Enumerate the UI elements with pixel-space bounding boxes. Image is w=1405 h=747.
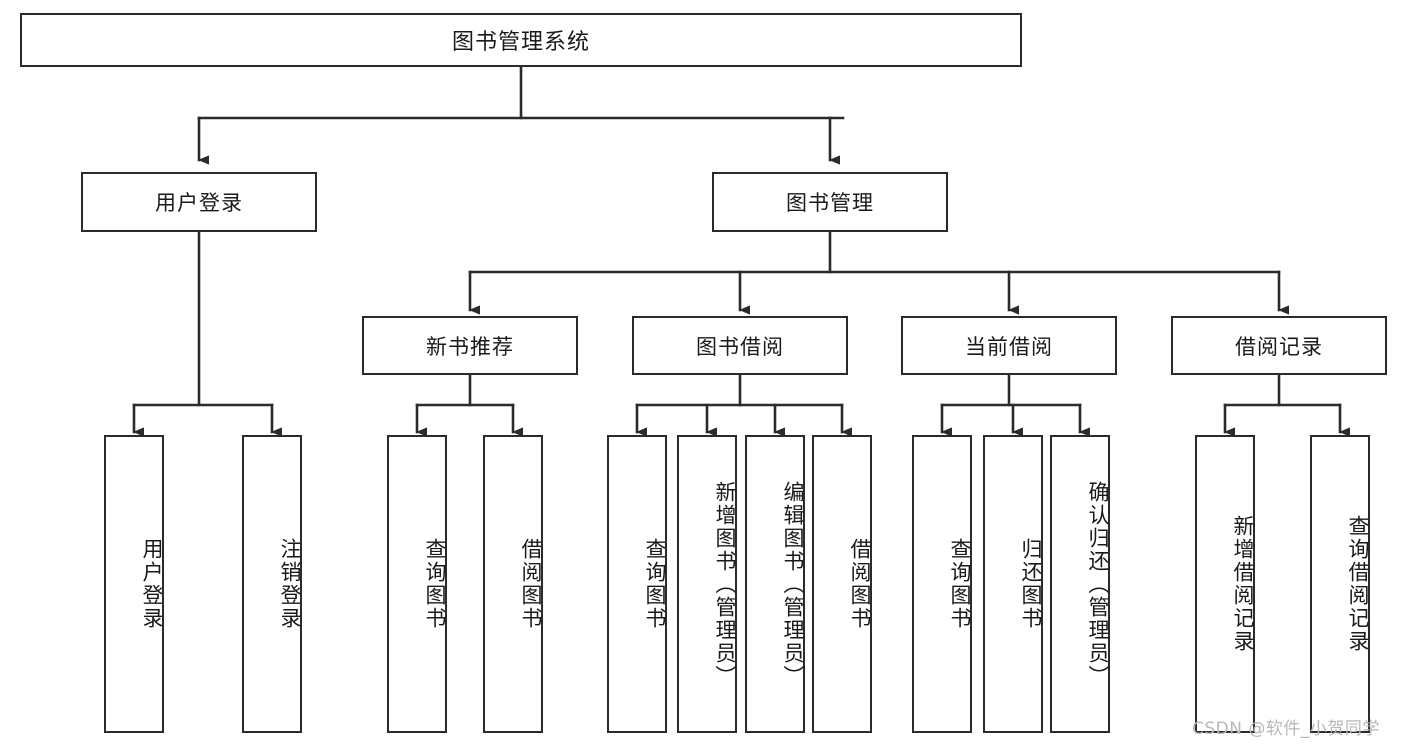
- leaf-record-add-record[interactable]: 新增借阅记录: [1195, 435, 1255, 733]
- node-user-login[interactable]: 用户登录: [81, 172, 317, 232]
- node-label: 查询图书: [948, 538, 972, 630]
- node-borrow-record[interactable]: 借阅记录: [1171, 316, 1387, 375]
- node-current-borrow[interactable]: 当前借阅: [901, 316, 1117, 375]
- node-label: 确认归还（管理员）: [1086, 480, 1110, 688]
- node-label: 用户登录: [155, 191, 243, 215]
- node-label: 图书管理: [786, 191, 874, 215]
- node-label: 当前借阅: [965, 334, 1053, 359]
- node-label: 图书管理系统: [451, 30, 590, 55]
- node-label: 图书借阅: [696, 334, 784, 359]
- leaf-current-confirm-return-admin[interactable]: 确认归还（管理员）: [1050, 435, 1110, 733]
- node-label: 用户登录: [140, 538, 164, 630]
- node-label: 新增借阅记录: [1231, 515, 1255, 653]
- node-label: 归还图书: [1019, 538, 1043, 630]
- node-label: 查询借阅记录: [1346, 515, 1370, 653]
- leaf-borrow-add-book-admin[interactable]: 新增图书（管理员）: [677, 435, 737, 733]
- node-book-management[interactable]: 图书管理: [712, 172, 948, 232]
- leaf-record-query-record[interactable]: 查询借阅记录: [1310, 435, 1370, 733]
- node-label: 注销登录: [278, 538, 302, 630]
- leaf-user-login-login[interactable]: 用户登录: [104, 435, 164, 733]
- csdn-watermark: CSDN @软件_小贺同学: [1192, 719, 1380, 739]
- leaf-current-return-book[interactable]: 归还图书: [983, 435, 1043, 733]
- leaf-user-login-logout[interactable]: 注销登录: [242, 435, 302, 733]
- node-label: 借阅图书: [519, 538, 543, 630]
- node-root-system[interactable]: 图书管理系统: [20, 13, 1022, 67]
- node-label: 查询图书: [423, 538, 447, 630]
- leaf-recommend-query-book[interactable]: 查询图书: [387, 435, 447, 733]
- node-label: 查询图书: [643, 538, 667, 630]
- node-label: 新书推荐: [426, 334, 514, 359]
- node-label: 编辑图书（管理员）: [781, 480, 805, 688]
- node-new-book-recommend[interactable]: 新书推荐: [362, 316, 578, 375]
- leaf-recommend-borrow-book[interactable]: 借阅图书: [483, 435, 543, 733]
- leaf-borrow-edit-book-admin[interactable]: 编辑图书（管理员）: [745, 435, 805, 733]
- leaf-borrow-borrow-book[interactable]: 借阅图书: [812, 435, 872, 733]
- node-label: 借阅记录: [1235, 334, 1323, 359]
- leaf-borrow-query-book[interactable]: 查询图书: [607, 435, 667, 733]
- node-label: 借阅图书: [848, 538, 872, 630]
- node-label: 新增图书（管理员）: [713, 480, 737, 688]
- leaf-current-query-book[interactable]: 查询图书: [912, 435, 972, 733]
- node-book-borrow[interactable]: 图书借阅: [632, 316, 848, 375]
